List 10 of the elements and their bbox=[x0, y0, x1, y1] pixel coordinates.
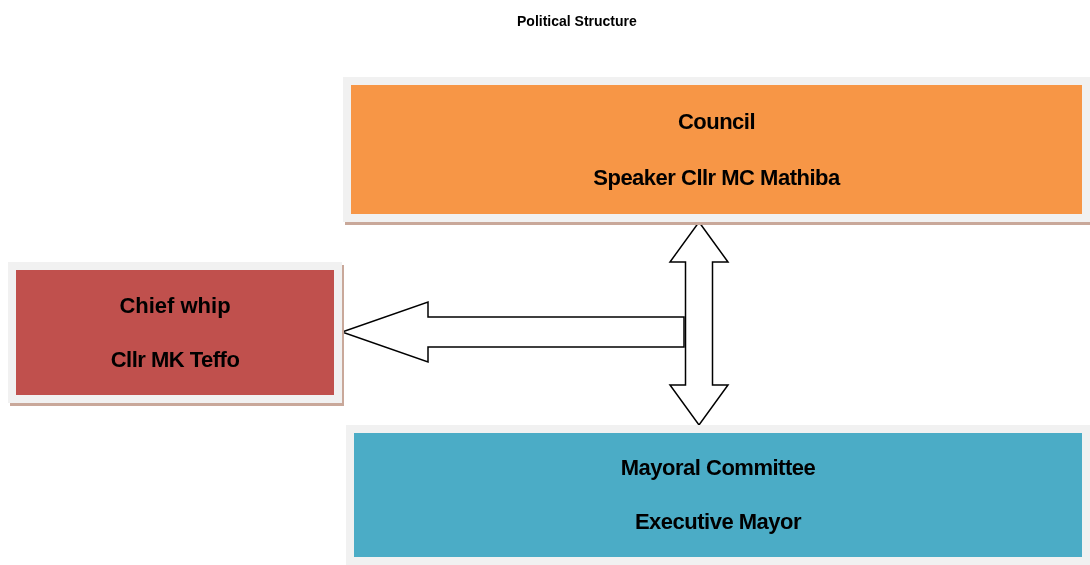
box-subtitle: Executive Mayor bbox=[634, 508, 802, 536]
box-subtitle: Cllr MK Teffo bbox=[110, 346, 240, 374]
org-box bbox=[8, 262, 342, 403]
box-heading: Council bbox=[677, 107, 756, 135]
box-heading: Mayoral Committee bbox=[620, 454, 816, 482]
org-box bbox=[346, 425, 1090, 565]
box-subtitle: Speaker Cllr MC Mathiba bbox=[593, 164, 840, 192]
org-box bbox=[343, 77, 1090, 222]
diagram-title: Political Structure bbox=[517, 12, 637, 31]
box-heading: Chief whip bbox=[119, 291, 231, 319]
